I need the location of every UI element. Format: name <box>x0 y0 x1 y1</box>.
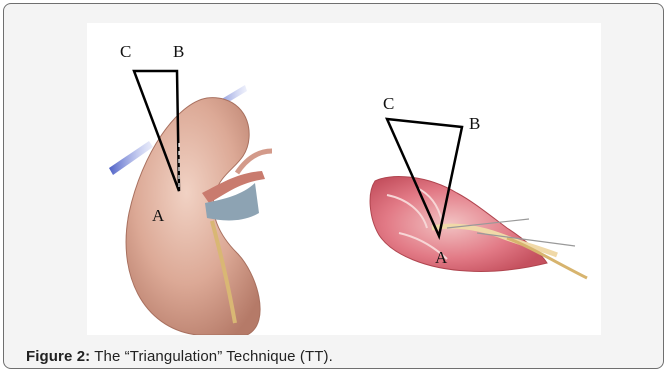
figure-caption-label: Figure 2: <box>26 348 90 365</box>
figure-caption: Figure 2: The “Triangulation” Technique … <box>26 348 333 365</box>
triangulation-illustration: C B A C B A <box>87 23 601 335</box>
right-vertex-b-label: B <box>469 114 480 133</box>
figure-image: C B A C B A <box>87 23 601 335</box>
left-vertex-b-label: B <box>173 42 184 61</box>
right-vertex-c-label: C <box>383 94 394 113</box>
figure-caption-text: The “Triangulation” Technique (TT). <box>90 348 333 365</box>
right-kidney-illustration: C B A <box>370 94 587 278</box>
left-vertex-c-label: C <box>120 42 131 61</box>
right-vertex-a-label: A <box>435 248 448 267</box>
left-kidney-illustration: C B A <box>109 42 272 335</box>
figure-container: C B A C B A <box>3 3 664 369</box>
left-vertex-a-label: A <box>152 206 165 225</box>
